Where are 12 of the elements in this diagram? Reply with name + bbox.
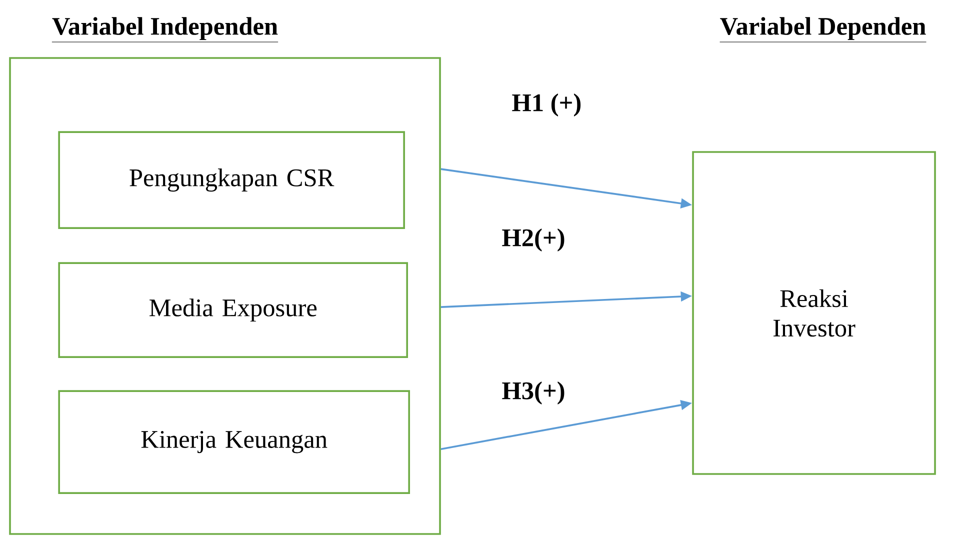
- variable-box: [58, 390, 410, 494]
- node-label: Reaksi Investor: [773, 289, 856, 337]
- node-label: Media Exposure: [150, 298, 317, 322]
- edge-label: H2(+): [502, 228, 564, 252]
- variable-box: [58, 131, 405, 229]
- heading: Variabel Dependen: [720, 17, 927, 42]
- edge-label: H3(+): [502, 382, 564, 404]
- node-label: Kinerja Keuangan: [141, 430, 328, 454]
- edge-label: H1 (+): [512, 94, 581, 116]
- node-label: Pengungkapan CSR: [130, 168, 334, 192]
- heading: Variabel Independen: [52, 17, 278, 42]
- variable-box: [58, 262, 408, 358]
